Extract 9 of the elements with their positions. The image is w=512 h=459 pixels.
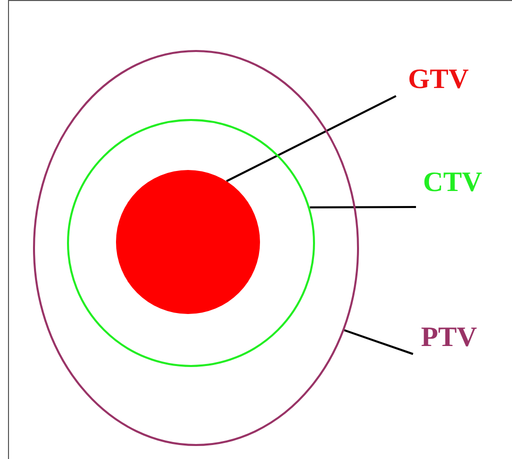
middle-circle: [67, 119, 315, 367]
inner-disc: [116, 170, 260, 314]
outer-ellipse: [33, 50, 359, 446]
leader-line: [310, 206, 416, 208]
leader-line: [226, 95, 396, 182]
volume-label: GTV: [408, 64, 469, 96]
leader-line: [344, 329, 414, 355]
volume-label: CTV: [423, 167, 482, 199]
volume-label: PTV: [421, 322, 477, 354]
